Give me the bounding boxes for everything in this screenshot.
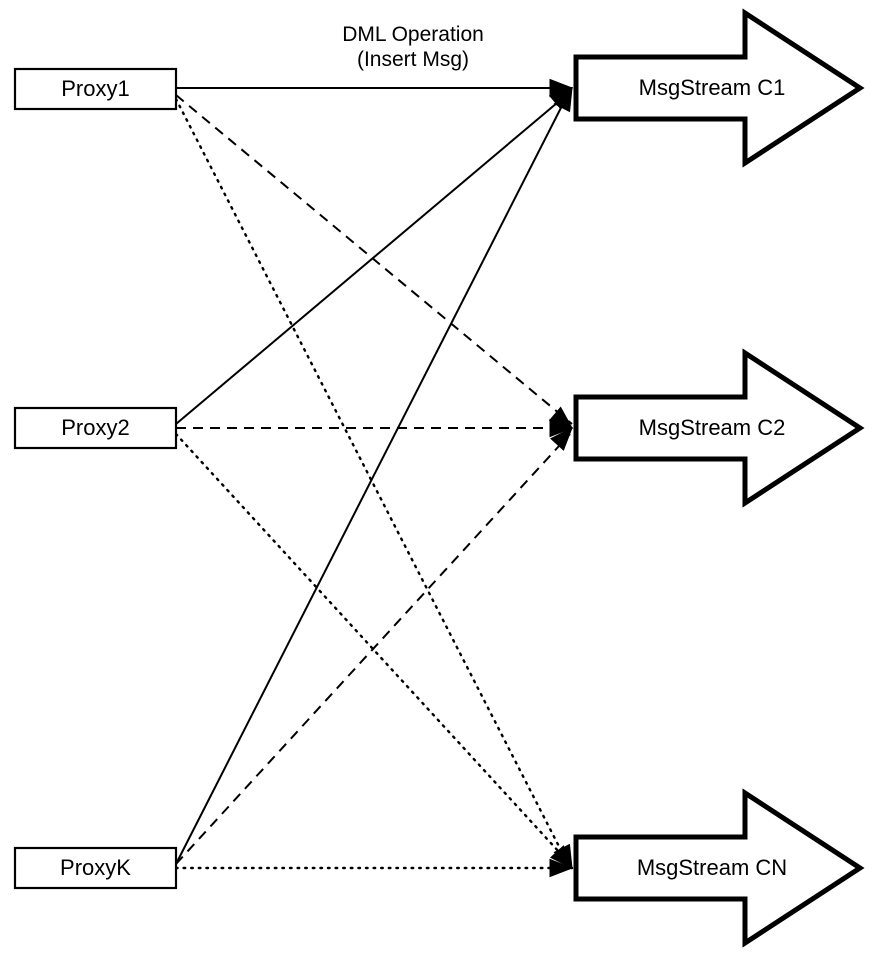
msgstream-arrow-shape[interactable] bbox=[573, 348, 865, 508]
msgstream-arrow-shape[interactable] bbox=[573, 788, 865, 948]
msgstream-node-stream-c1[interactable]: MsgStream C1 bbox=[573, 8, 865, 168]
edge-proxy1-to-c2 bbox=[175, 94, 573, 425]
msgstream-label: MsgStream CN bbox=[637, 855, 787, 880]
msgstream-label: MsgStream C2 bbox=[639, 415, 786, 440]
proxy-box[interactable] bbox=[13, 406, 178, 450]
edge-proxyk-to-c2 bbox=[175, 433, 571, 865]
proxy-node-proxyk[interactable]: ProxyK bbox=[13, 846, 178, 890]
edge-caption-group: DML Operation (Insert Msg) bbox=[342, 23, 484, 71]
msgstream-arrow-shape[interactable] bbox=[573, 8, 865, 168]
arrowhead-tip bbox=[549, 858, 574, 878]
arrowheads-layer bbox=[548, 78, 574, 878]
edge-caption-line-1: DML Operation bbox=[342, 23, 484, 46]
arrowhead-head-c1 bbox=[548, 78, 574, 113]
arrowhead-tip bbox=[549, 418, 574, 438]
msgstream-node-stream-cn[interactable]: MsgStream CN bbox=[573, 788, 865, 948]
proxy-label: Proxy1 bbox=[61, 76, 129, 101]
proxy-node-proxy1[interactable]: Proxy1 bbox=[13, 67, 178, 111]
msgstream-node-stream-c2[interactable]: MsgStream C2 bbox=[573, 348, 865, 508]
edges-layer bbox=[174, 87, 574, 870]
arrowhead-tip bbox=[550, 426, 573, 451]
edge-proxy2-to-c1 bbox=[175, 91, 571, 425]
proxy-box[interactable] bbox=[13, 67, 178, 111]
edge-caption-line-2: (Insert Msg) bbox=[357, 48, 469, 71]
msgstream-label: MsgStream C1 bbox=[639, 75, 786, 100]
proxy-label: Proxy2 bbox=[61, 415, 129, 440]
proxy-node-proxy2[interactable]: Proxy2 bbox=[13, 406, 178, 450]
arrowhead-head-c2 bbox=[548, 406, 574, 451]
arrowhead-head-cn bbox=[549, 843, 574, 878]
arrowhead-tip bbox=[550, 845, 573, 870]
edge-proxyk-to-c1 bbox=[175, 93, 569, 865]
edge-proxy1-to-cn bbox=[174, 97, 570, 866]
proxy-label: ProxyK bbox=[60, 855, 131, 880]
arrowhead-tip bbox=[553, 86, 573, 113]
proxy-box[interactable] bbox=[13, 846, 178, 890]
msgstream-nodes-layer: MsgStream C1 MsgStream C2 MsgStream CN bbox=[573, 8, 865, 948]
edge-proxy2-to-cn bbox=[174, 432, 572, 866]
